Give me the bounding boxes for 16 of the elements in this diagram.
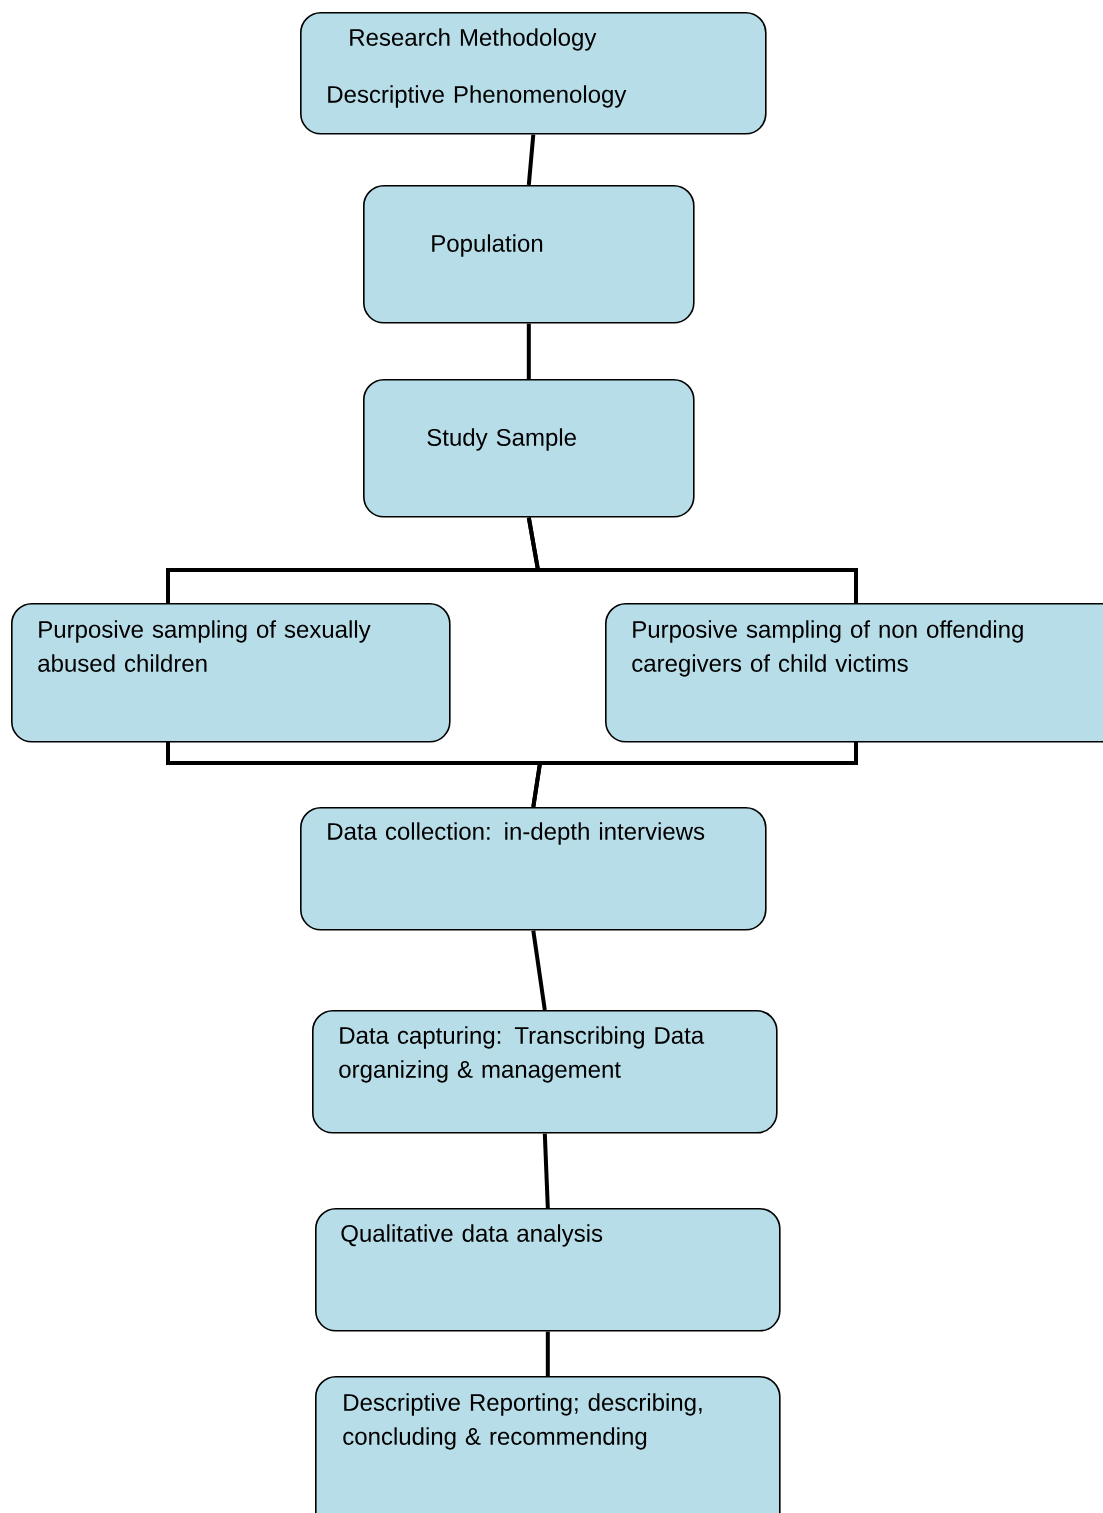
process-box: Data collection: in-depth interviews [300, 807, 767, 931]
process-box: Population [363, 185, 695, 324]
connector-line [542, 1133, 550, 1209]
connector-line [531, 741, 858, 808]
connector-line [531, 930, 547, 1011]
process-box: Purposive sampling of sexually abused children [11, 603, 451, 743]
process-box: Data capturing: Transcribing Data organizing & management [312, 1010, 778, 1134]
process-box: Research Methodology Descriptive Phenomenology [300, 12, 767, 135]
connector-line [526, 517, 858, 603]
process-box: Qualitative data analysis [315, 1208, 781, 1332]
connector-line [526, 134, 536, 186]
connector-line [526, 323, 531, 379]
process-box: Study Sample [363, 379, 695, 518]
connector-line [545, 1331, 550, 1376]
process-box: Descriptive Reporting; describing, concluding & recommending [315, 1376, 781, 1513]
process-box: Purposive sampling of non offending caregivers of child victims [605, 603, 1103, 743]
